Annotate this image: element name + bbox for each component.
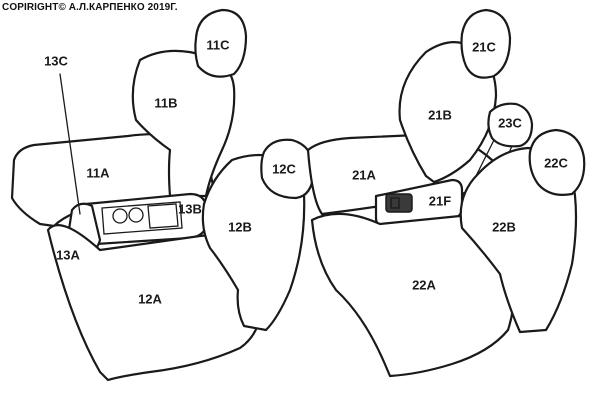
label-13c: 13C [44, 53, 68, 68]
headrest-23c [487, 102, 534, 148]
headrest-23c-post-left [475, 139, 495, 177]
seat-12-group [46, 138, 316, 382]
label-21f: 21F [429, 193, 451, 208]
label-22a: 22A [412, 277, 436, 292]
armrest-13b-tray [101, 201, 183, 235]
label-11c: 11C [206, 37, 230, 52]
armrest-13b-lid [147, 203, 179, 229]
label-22b: 22B [492, 219, 516, 234]
leader-13c [59, 73, 81, 215]
seat-12c-headrest [260, 138, 316, 200]
label-12a: 12A [138, 291, 162, 306]
label-12c: 12C [272, 161, 296, 176]
seat-21c-headrest [460, 8, 512, 79]
label-21a: 21A [352, 167, 376, 182]
part-labels: 11C 11B 11A 13C 13B 13A 12C 12B 12A 21C … [44, 37, 568, 306]
seat-21-group [306, 8, 534, 230]
seat-11-group [10, 8, 248, 256]
copyright-notice: COPIRIGHT© А.Л.КАРПЕНКО 2019Г. [2, 2, 178, 13]
seat-12a-cushion [46, 224, 264, 382]
seat-11c-headrest [194, 8, 248, 78]
armrest-21f-slot [390, 197, 400, 209]
label-21b: 21B [428, 107, 452, 122]
label-23c: 23C [498, 115, 522, 130]
label-11a: 11A [86, 165, 110, 180]
cupholder-right [128, 207, 144, 223]
label-11b: 11B [154, 95, 177, 110]
label-12b: 12B [228, 219, 252, 234]
seat-22c-headrest [528, 128, 586, 196]
label-13b: 13B [178, 201, 202, 216]
label-21c: 21C [472, 39, 496, 54]
label-13a: 13A [56, 247, 80, 262]
label-22c: 22C [544, 155, 568, 170]
cupholder-left [112, 208, 128, 224]
seat-22-group [310, 128, 586, 378]
